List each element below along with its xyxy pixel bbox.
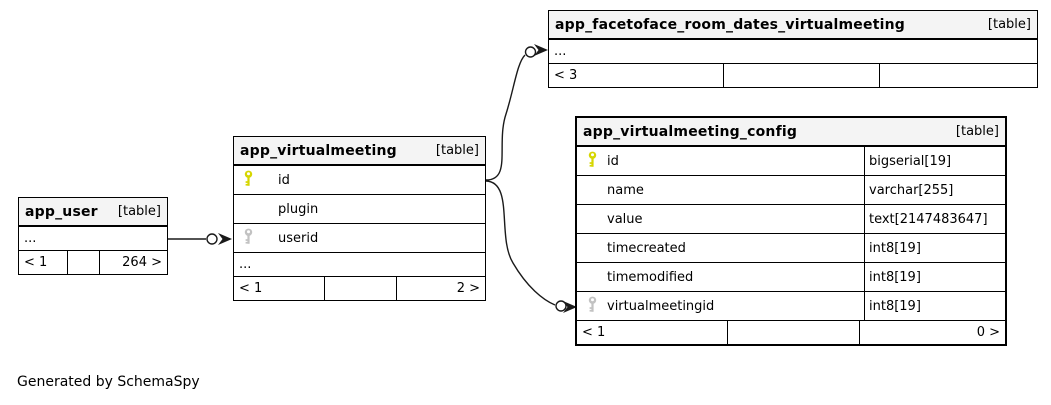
footer-relationship-count [68, 251, 100, 274]
relationship-user-virtualmeeting [167, 233, 232, 245]
footer-relationship-count: < 1 [19, 251, 68, 274]
footer-relationship-count: 2 > [456, 281, 480, 296]
table-name[interactable]: app_user [25, 203, 98, 220]
table-type-tag: [table] [435, 143, 479, 158]
relationship-virtualmeeting-config [485, 180, 577, 313]
column-name: id [278, 172, 290, 188]
column-name: value [607, 211, 643, 227]
table-app_virtualmeeting[interactable]: app_virtualmeeting [table] id plugin userid.… [233, 136, 486, 301]
footer-relationship-count: < 1 [234, 277, 325, 300]
table-footer: < 1 264 > [19, 251, 167, 274]
column-type: int8[19] [864, 234, 1005, 262]
foreign-key-icon [587, 296, 598, 317]
table-app_facetoface_room_dates_virtualmeeting[interactable]: app_facetoface_room_dates_virtualmeeting… [548, 10, 1038, 88]
column-type: int8[19] [864, 263, 1005, 291]
key-icon-cell [234, 170, 278, 191]
column-row[interactable]: name varchar[255] [577, 176, 1005, 205]
primary-key-icon [243, 170, 254, 191]
foreign-key-icon [243, 228, 254, 249]
column-name: virtualmeetingid [607, 298, 715, 314]
footer-relationship-count [325, 277, 397, 300]
column-row[interactable]: id bigserial[19] [577, 147, 1005, 176]
table-type-tag: [table] [955, 124, 999, 139]
column-type: varchar[255] [864, 176, 1005, 204]
footer-relationship-count: 0 > [976, 325, 1000, 340]
hidden-columns-ellipsis[interactable]: ... [234, 253, 485, 277]
column-type: int8[19] [864, 292, 1005, 320]
column-row[interactable]: timecreated int8[19] [577, 234, 1005, 263]
table-name[interactable]: app_facetoface_room_dates_virtualmeeting [555, 16, 905, 33]
table-footer: < 1 0 > [577, 321, 1005, 344]
footer-relationship-count: 264 > [122, 255, 162, 270]
key-icon-cell [577, 151, 607, 172]
column-name: id [607, 153, 619, 169]
column-row[interactable]: value text[2147483647] [577, 205, 1005, 234]
table-footer: < 3 [549, 64, 1037, 87]
table-type-tag: [table] [117, 204, 161, 219]
table-app_user[interactable]: app_user [table]...< 1 264 > [18, 197, 168, 275]
column-row[interactable]: userid [234, 224, 485, 253]
key-icon-cell [577, 296, 607, 317]
primary-key-icon [587, 151, 598, 172]
footer-relationship-count [724, 64, 880, 87]
column-name: timemodified [607, 269, 694, 285]
column-row[interactable]: id [234, 166, 485, 195]
column-name: timecreated [607, 240, 686, 256]
column-type: bigserial[19] [864, 147, 1005, 175]
column-row[interactable]: virtualmeetingid int8[19] [577, 292, 1005, 321]
table-header: app_virtualmeeting [table] [234, 137, 485, 166]
column-name: plugin [278, 201, 319, 217]
table-header: app_user [table] [19, 198, 167, 227]
relationship-virtualmeeting-facetoface [485, 44, 548, 181]
generated-by-note: Generated by SchemaSpy [17, 374, 200, 390]
hidden-columns-ellipsis[interactable]: ... [19, 227, 167, 251]
column-name: userid [278, 230, 319, 246]
table-header: app_facetoface_room_dates_virtualmeeting… [549, 11, 1037, 40]
key-icon-cell [234, 228, 278, 249]
footer-relationship-count: < 3 [549, 64, 724, 87]
table-name[interactable]: app_virtualmeeting_config [583, 123, 798, 140]
column-row[interactable]: timemodified int8[19] [577, 263, 1005, 292]
table-app_virtualmeeting_config[interactable]: app_virtualmeeting_config [table] id bigser… [575, 116, 1007, 346]
footer-relationship-count: < 1 [577, 321, 728, 344]
table-name[interactable]: app_virtualmeeting [240, 142, 397, 159]
footer-relationship-count [728, 321, 860, 344]
column-row[interactable]: plugin [234, 195, 485, 224]
footer-relationship-count [880, 64, 1037, 87]
table-header: app_virtualmeeting_config [table] [577, 118, 1005, 147]
table-type-tag: [table] [987, 17, 1031, 32]
table-footer: < 1 2 > [234, 277, 485, 300]
column-type: text[2147483647] [864, 205, 1005, 233]
hidden-columns-ellipsis[interactable]: ... [549, 40, 1037, 64]
column-name: name [607, 182, 644, 198]
